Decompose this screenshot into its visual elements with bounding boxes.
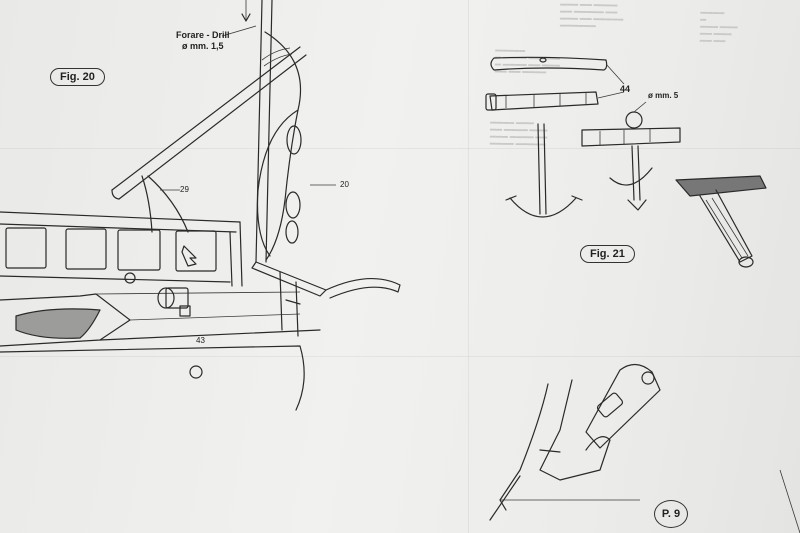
page-number: P. 9 [654,500,688,528]
anchor-stock [485,91,599,111]
drill-note-line2: ø mm. 1,5 [182,41,224,51]
fold-crease [0,356,800,357]
fold-crease [779,469,800,533]
leader-line [605,63,625,85]
yard [111,46,307,200]
deck [0,272,321,411]
winch [157,287,191,317]
drill-note: Forare - Drill ø mm. 1,5 [176,30,230,52]
leader-line [597,91,625,99]
mast [255,0,273,263]
rigging-line [141,175,189,233]
callout-29: 29 [180,185,189,194]
callout-44: 44 [620,84,631,94]
ring-diameter-note: ø mm. 5 [648,91,679,100]
fold-crease [468,0,469,533]
figure-20-label: Fig. 20 [50,68,105,86]
callout-20: 20 [340,180,349,189]
anchor [675,175,767,268]
drill-arrow [221,0,257,37]
bulwark [0,211,243,287]
fold-crease [0,148,800,149]
anchor [581,101,681,211]
anchor [505,123,583,218]
rigging-line [256,31,336,261]
detail-drawing [489,363,661,521]
drill-note-line1: Forare - Drill [176,30,230,40]
anchor-stock [490,56,608,71]
figure-21-label: Fig. 21 [580,245,635,263]
callout-43: 43 [196,336,205,345]
cathead [251,261,401,337]
